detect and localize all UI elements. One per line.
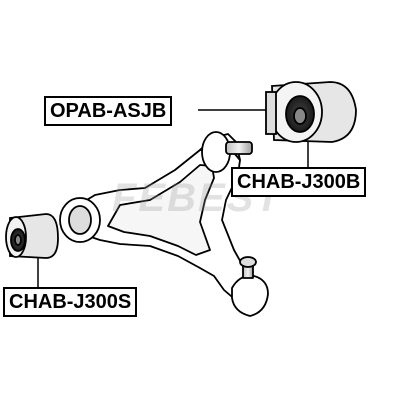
bushing-s-inner-sleeve [14,234,22,246]
control-arm [59,131,269,317]
arm-front-bushing-hole [68,205,92,235]
bushing-b-inner-sleeve [293,107,307,125]
part-label-chab-j300s: CHAB-J300S [3,287,138,317]
ball-joint-housing [231,274,269,317]
part-label-opab-asjb: OPAB-ASJB [44,96,173,126]
arm-inner-web [107,164,215,256]
bushing-chab-j300s [5,213,59,259]
part-label-chab-j300b: CHAB-J300B [231,167,367,197]
bushing-b-flange [265,91,277,135]
arm-rear-bushing-sleeve [225,141,253,155]
bushing-chab-j300b [265,81,357,143]
ball-joint-nut [239,256,257,268]
